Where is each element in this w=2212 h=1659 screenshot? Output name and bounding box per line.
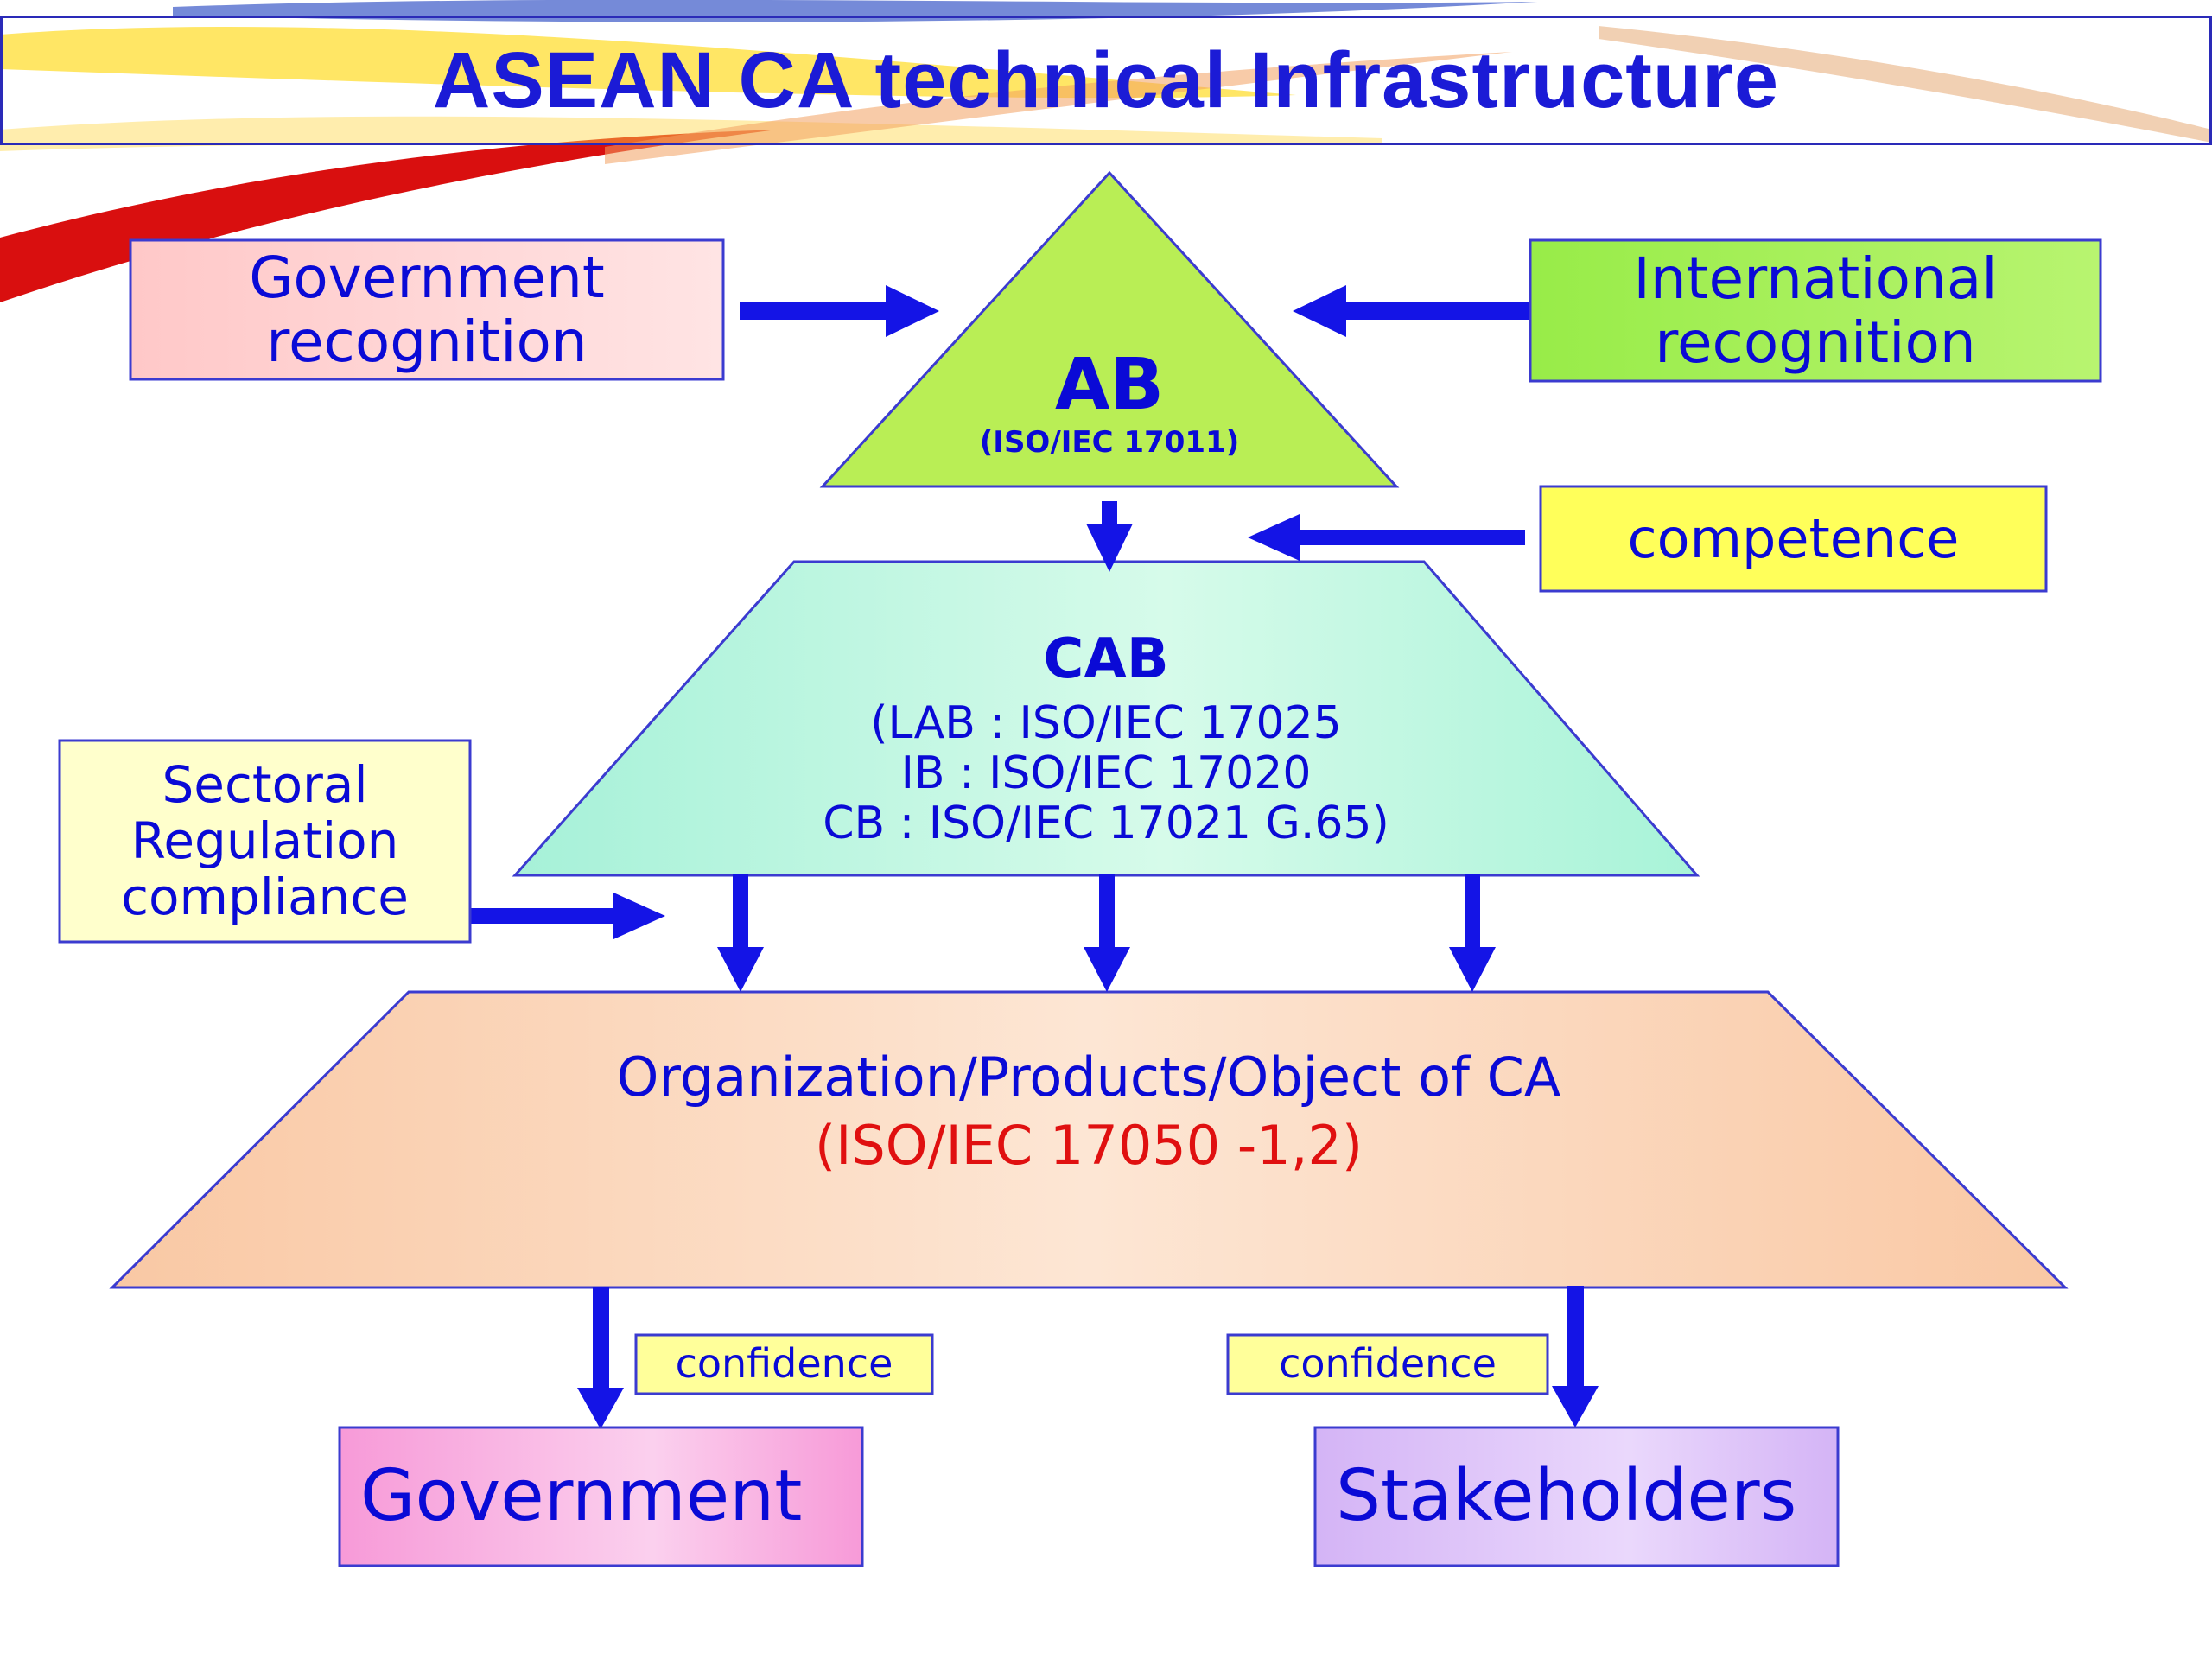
government-text: Government (360, 1455, 803, 1538)
government-label: Government (340, 1427, 862, 1566)
confidence-right-box (1226, 1333, 1549, 1395)
government-box (338, 1426, 864, 1567)
international-recognition-label: International recognition (1530, 240, 2101, 381)
arrow-govrec-to-ab (740, 285, 939, 337)
org-name: Organization/Products/Object of CA (616, 1046, 1561, 1109)
org-standard: (ISO/IEC 17050 -1,2) (814, 1114, 1363, 1178)
ab-triangle (819, 170, 1400, 488)
international-recognition-box (1529, 238, 2102, 383)
arrow-org-to-government (577, 1287, 624, 1429)
ab-standard: (ISO/IEC 17011) (979, 425, 1240, 460)
confidence-right-text: confidence (1279, 1340, 1497, 1388)
title-band: ASEAN CA technical Infrastructure (0, 16, 2212, 145)
sectoral-line-2: Regulation (130, 811, 399, 871)
cab-name: CAB (1043, 627, 1169, 691)
stakeholders-label: Stakeholders (1315, 1427, 1838, 1566)
cab-trapezoid (512, 560, 1700, 877)
arrow-competence (1248, 514, 1525, 561)
ab-name: AB (1055, 344, 1164, 426)
cab-line-cb: CB : ISO/IEC 17021 G.65) (823, 798, 1389, 850)
page-title: ASEAN CA technical Infrastructure (432, 35, 1780, 124)
government-recognition-box (129, 238, 725, 381)
confidence-left-box (634, 1333, 934, 1395)
arrows (471, 285, 1599, 1429)
sectoral-label: Sectoral Regulation compliance (60, 741, 470, 942)
government-recognition-label: Government recognition (130, 240, 723, 379)
arrow-intl-to-ab (1293, 285, 1531, 337)
arrow-cab-to-org-3 (1449, 874, 1496, 992)
sectoral-box (58, 739, 472, 944)
government-recognition-text: Government recognition (249, 244, 605, 375)
competence-label: competence (1541, 486, 2046, 591)
confidence-left-label: confidence (636, 1335, 932, 1394)
arrow-cab-to-org-1 (717, 874, 764, 992)
arrow-ab-to-cab (1086, 501, 1133, 572)
arrow-cab-to-org-2 (1084, 874, 1130, 992)
cab-line-ib: IB : ISO/IEC 17020 (900, 747, 1312, 799)
ab-label-group: AB (ISO/IEC 17011) (937, 344, 1282, 460)
international-recognition-text: International recognition (1633, 245, 1998, 376)
stakeholders-text: Stakeholders (1336, 1455, 1797, 1538)
competence-text: competence (1627, 506, 1960, 570)
arrow-sectoral-to-org (471, 893, 665, 939)
stakeholders-box (1313, 1426, 1840, 1567)
org-trapezoid (109, 990, 2069, 1289)
cab-line-lab: (LAB : ISO/IEC 17025 (870, 696, 1342, 749)
competence-box (1539, 485, 2048, 593)
org-label-group: Organization/Products/Object of CA (ISO/… (484, 1047, 1694, 1176)
cab-label-group: CAB (LAB : ISO/IEC 17025 IB : ISO/IEC 17… (760, 627, 1452, 850)
sectoral-line-1: Sectoral (162, 755, 368, 815)
sectoral-line-3: compliance (121, 867, 409, 926)
confidence-left-text: confidence (675, 1340, 893, 1388)
confidence-right-label: confidence (1228, 1335, 1548, 1394)
arrow-org-to-stakeholders (1552, 1286, 1599, 1427)
